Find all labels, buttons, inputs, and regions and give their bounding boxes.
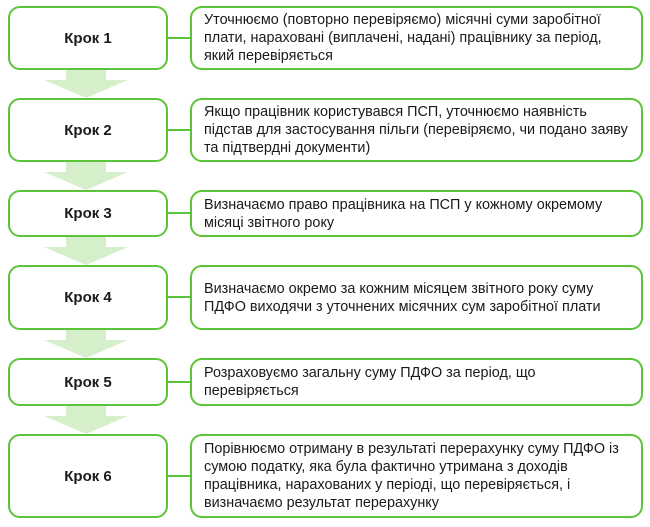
connector-6: [168, 475, 190, 477]
step-label-6: Крок 6: [8, 434, 168, 518]
down-arrow-3: [36, 237, 136, 265]
connector-5: [168, 381, 190, 383]
down-arrow-2: [36, 162, 136, 190]
step-label-3: Крок 3: [8, 190, 168, 237]
step-description-2: Якщо працівник користувався ПСП, уточнює…: [190, 98, 643, 162]
step-row-2: Крок 2 Якщо працівник користувався ПСП, …: [8, 98, 644, 162]
step-text-4: Визначаємо окремо за кожним місяцем звіт…: [204, 280, 601, 315]
step-row-3: Крок 3 Визначаємо право працівника на ПС…: [8, 190, 644, 237]
step-label-2: Крок 2: [8, 98, 168, 162]
step-text-6: Порівнюємо отриману в результаті перерах…: [204, 441, 619, 511]
down-arrow-4: [36, 330, 136, 358]
step-row-6: Крок 6 Порівнюємо отриману в результаті …: [8, 434, 644, 518]
step-row-5: Крок 5 Розраховуємо загальну суму ПДФО з…: [8, 358, 644, 406]
connector-1: [168, 37, 190, 39]
step-row-1: Крок 1 Уточнюємо (повторно перевіряємо) …: [8, 6, 644, 70]
step-text-1: Уточнюємо (повторно перевіряємо) місячні…: [204, 12, 602, 64]
connector-2: [168, 129, 190, 131]
step-description-1: Уточнюємо (повторно перевіряємо) місячні…: [190, 6, 643, 70]
connector-4: [168, 296, 190, 298]
step-description-6: Порівнюємо отриману в результаті перерах…: [190, 434, 643, 518]
step-text-2: Якщо працівник користувався ПСП, уточнює…: [204, 104, 628, 156]
step-text-5: Розраховуємо загальну суму ПДФО за періо…: [204, 365, 536, 399]
step-label-5: Крок 5: [8, 358, 168, 406]
step-label-4: Крок 4: [8, 265, 168, 330]
down-arrow-1: [36, 70, 136, 98]
connector-3: [168, 212, 190, 214]
step-row-4: Крок 4 Визначаємо окремо за кожним місяц…: [8, 265, 644, 330]
down-arrow-5: [36, 406, 136, 434]
step-label-1: Крок 1: [8, 6, 168, 70]
step-text-3: Визначаємо право працівника на ПСП у кож…: [204, 196, 603, 231]
step-description-5: Розраховуємо загальну суму ПДФО за періо…: [190, 358, 643, 406]
step-description-3: Визначаємо право працівника на ПСП у кож…: [190, 190, 643, 237]
step-description-4: Визначаємо окремо за кожним місяцем звіт…: [190, 265, 643, 330]
